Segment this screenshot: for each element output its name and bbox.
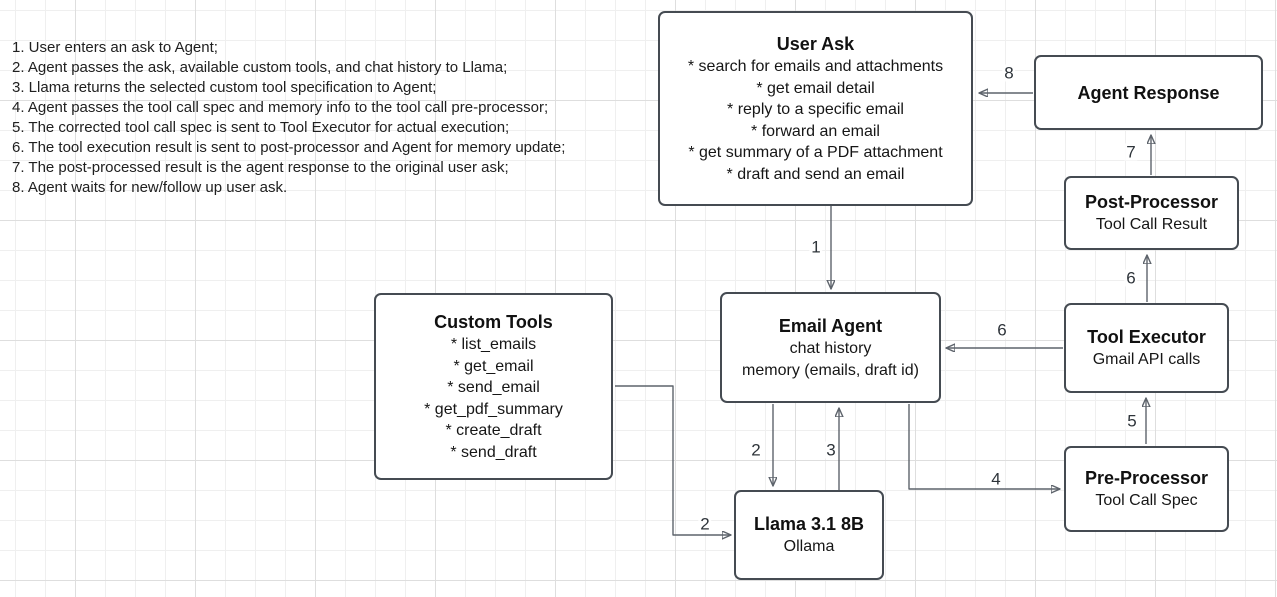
user-ask-title: User Ask xyxy=(776,34,855,54)
user-ask-item: * get summary of a PDF attachment xyxy=(688,144,943,161)
edge-label-step1: 1 xyxy=(809,237,823,257)
edge-label-step6-up: 6 xyxy=(1124,268,1138,288)
user-ask-item: * get email detail xyxy=(756,79,875,97)
pre-processor-subtitle: Tool Call Spec xyxy=(1095,492,1198,510)
edge-label-step5: 5 xyxy=(1125,411,1139,431)
post-processor-subtitle: Tool Call Result xyxy=(1095,216,1208,234)
edge-label-step2-tools: 2 xyxy=(698,514,712,534)
llama-subtitle: Ollama xyxy=(783,538,835,556)
custom-tools-node[interactable]: Custom Tools * list_emails * get_email *… xyxy=(374,293,613,480)
agent-response-node[interactable]: Agent Response xyxy=(1034,55,1263,130)
agent-response-title: Agent Response xyxy=(1077,82,1220,103)
flow-notes: 1. User enters an ask to Agent; 2. Agent… xyxy=(12,38,657,198)
custom-tools-item: * get_email xyxy=(453,357,534,375)
edge-step2-customtools-to-llama xyxy=(615,385,731,535)
edge-label-step2-agent: 2 xyxy=(749,440,763,460)
note-step-8: 8. Agent waits for new/follow up user as… xyxy=(12,179,288,196)
custom-tools-item: * create_draft xyxy=(445,422,542,439)
llama-title: Llama 3.1 8B xyxy=(753,514,865,535)
pre-processor-title: Pre-Processor xyxy=(1084,468,1209,489)
tool-executor-subtitle: Gmail API calls xyxy=(1092,351,1201,369)
edge-label-step6-left: 6 xyxy=(995,320,1009,340)
edge-label-step4: 4 xyxy=(989,469,1003,489)
email-agent-detail: chat history xyxy=(789,340,872,357)
edge-label-step3: 3 xyxy=(824,440,838,460)
note-step-2: 2. Agent passes the ask, available custo… xyxy=(12,59,508,76)
note-step-1: 1. User enters an ask to Agent; xyxy=(12,39,218,56)
edge-label-step8: 8 xyxy=(1002,63,1016,83)
edge-label-step7: 7 xyxy=(1124,142,1138,162)
post-processor-node[interactable]: Post-Processor Tool Call Result xyxy=(1064,176,1239,250)
note-step-3: 3. Llama returns the selected custom too… xyxy=(12,79,437,96)
email-agent-detail: memory (emails, draft id) xyxy=(742,361,919,379)
note-step-6: 6. The tool execution result is sent to … xyxy=(12,139,566,156)
user-ask-node[interactable]: User Ask * search for emails and attachm… xyxy=(658,11,973,206)
note-step-5: 5. The corrected tool call spec is sent … xyxy=(12,119,510,136)
custom-tools-item: * list_emails xyxy=(450,336,537,353)
custom-tools-item: * send_draft xyxy=(450,443,537,461)
user-ask-item: * reply to a specific email xyxy=(727,101,904,118)
pre-processor-node[interactable]: Pre-Processor Tool Call Spec xyxy=(1064,446,1229,532)
custom-tools-item: * get_pdf_summary xyxy=(424,400,563,418)
edge-step4-emailagent-to-preprocessor xyxy=(908,404,1060,489)
tool-executor-title: Tool Executor xyxy=(1087,327,1206,348)
note-step-4: 4. Agent passes the tool call spec and m… xyxy=(12,99,549,116)
custom-tools-item: * send_email xyxy=(447,379,540,396)
tool-executor-node[interactable]: Tool Executor Gmail API calls xyxy=(1064,303,1229,393)
user-ask-item: * forward an email xyxy=(751,122,880,140)
note-step-7: 7. The post-processed result is the agen… xyxy=(12,159,509,176)
user-ask-item: * search for emails and attachments xyxy=(687,58,944,75)
llama-node[interactable]: Llama 3.1 8B Ollama xyxy=(734,490,884,580)
custom-tools-title: Custom Tools xyxy=(434,312,553,332)
email-agent-title: Email Agent xyxy=(778,316,883,336)
post-processor-title: Post-Processor xyxy=(1084,192,1219,213)
user-ask-item: * draft and send an email xyxy=(726,165,905,183)
email-agent-node[interactable]: Email Agent chat history memory (emails,… xyxy=(720,292,941,403)
